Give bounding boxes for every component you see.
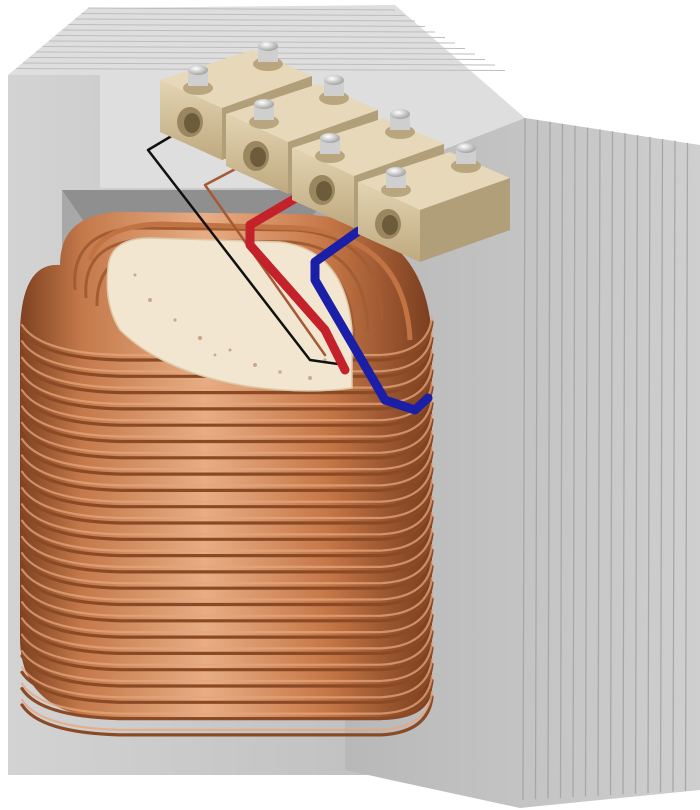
coil-turn-highlight [20, 674, 434, 715]
coil-top-rim [87, 221, 413, 341]
lamination-line [81, 13, 406, 16]
coil-turn-highlight [20, 495, 434, 536]
coil-turn [20, 630, 434, 672]
coil-turn-highlight [20, 413, 434, 454]
coil-turn [20, 434, 434, 476]
bolt-icon [324, 75, 344, 85]
lamination-line [622, 133, 626, 795]
coil-turn [20, 418, 434, 460]
coil-turn-highlight [20, 397, 434, 438]
wires [146, 126, 433, 415]
terminal-hole-inner [250, 147, 266, 167]
coil-turn [20, 320, 434, 362]
coil-turn [20, 548, 434, 590]
lamination-line [634, 135, 639, 794]
coil-turn [20, 369, 434, 411]
coil-turn [20, 679, 434, 721]
coil-turn-highlight [20, 625, 434, 666]
coil-turn [20, 483, 434, 525]
terminal-blocks [160, 41, 510, 262]
lamination-line [68, 24, 426, 27]
coil-turn-highlight [20, 609, 434, 650]
coil-turn [20, 613, 434, 655]
coil [20, 211, 434, 737]
lamination-line [42, 46, 466, 49]
coil-turn-highlight [20, 560, 434, 601]
coil-turn-highlight [20, 576, 434, 617]
coil-turn-highlight [20, 511, 434, 552]
lamination-line [597, 129, 601, 796]
terminal-side [420, 178, 510, 262]
coil-turn-highlight [20, 544, 434, 585]
coil-turn-highlight [20, 315, 434, 357]
coil-insulation [106, 237, 353, 392]
coil-turn-highlight [20, 364, 434, 405]
coil-turn [20, 581, 434, 623]
terminal-block [358, 143, 510, 262]
bolt-icon [254, 99, 274, 109]
lamination-line [659, 138, 664, 793]
lamination-line [87, 7, 396, 11]
coil-turn [20, 450, 434, 492]
coil-turn [20, 499, 434, 541]
coil-turn-highlight [20, 430, 434, 471]
terminal-hole-inner [184, 113, 200, 133]
lamination-line [48, 40, 456, 44]
coil-turn [20, 385, 434, 427]
insulation-speckles [133, 273, 327, 380]
lamination-line [684, 142, 689, 791]
lamination-line [522, 117, 526, 801]
coil-turn [20, 336, 434, 378]
coil-turn [20, 597, 434, 639]
coil-turn [20, 564, 434, 607]
wire-red [245, 180, 350, 375]
bolt-icon [320, 133, 340, 143]
coil-turn-highlight [20, 690, 434, 731]
lamination-line [74, 18, 416, 22]
bolt-icon [258, 41, 278, 51]
coil-turn-highlight [20, 332, 434, 373]
lamination-line [672, 140, 676, 792]
coil-turn [20, 353, 434, 395]
bolt-icon [456, 143, 476, 153]
coil-turns [20, 315, 434, 737]
coil-turn-highlight [20, 658, 434, 699]
wire-blue [310, 205, 433, 415]
lamination-line [647, 136, 651, 794]
coil-turn [20, 467, 434, 509]
coil-turn-highlight [20, 478, 434, 520]
coil-turn-highlight [20, 527, 434, 568]
wire-copper [203, 163, 327, 357]
lamination-line [572, 125, 576, 798]
coil-turn [20, 695, 434, 737]
lamination-line [584, 127, 589, 797]
lamination-line [534, 119, 539, 800]
coil-turn [20, 401, 434, 444]
coil-turn [20, 532, 434, 574]
lamination-line [55, 35, 446, 38]
coil-turn-highlight [20, 462, 434, 503]
coil-turn-highlight [20, 348, 434, 389]
bolt-icon [188, 65, 208, 75]
lamination-lines [522, 117, 689, 801]
wire-black [146, 126, 347, 367]
coil-turn-highlight [20, 641, 434, 683]
coil-turn [20, 662, 434, 704]
bolt-icon [390, 109, 410, 119]
coil-turn-highlight [20, 446, 434, 487]
terminal-hole-inner [382, 215, 398, 235]
lamination-line [61, 29, 436, 33]
coil-turn [20, 646, 434, 688]
bolt-icon [386, 167, 406, 177]
coil-turn [20, 516, 434, 558]
lamination-line [609, 131, 614, 796]
terminal-hole-inner [316, 181, 332, 201]
lamination-line [547, 121, 551, 799]
lamination-line [559, 123, 564, 798]
coil-turn-highlight [20, 593, 434, 634]
